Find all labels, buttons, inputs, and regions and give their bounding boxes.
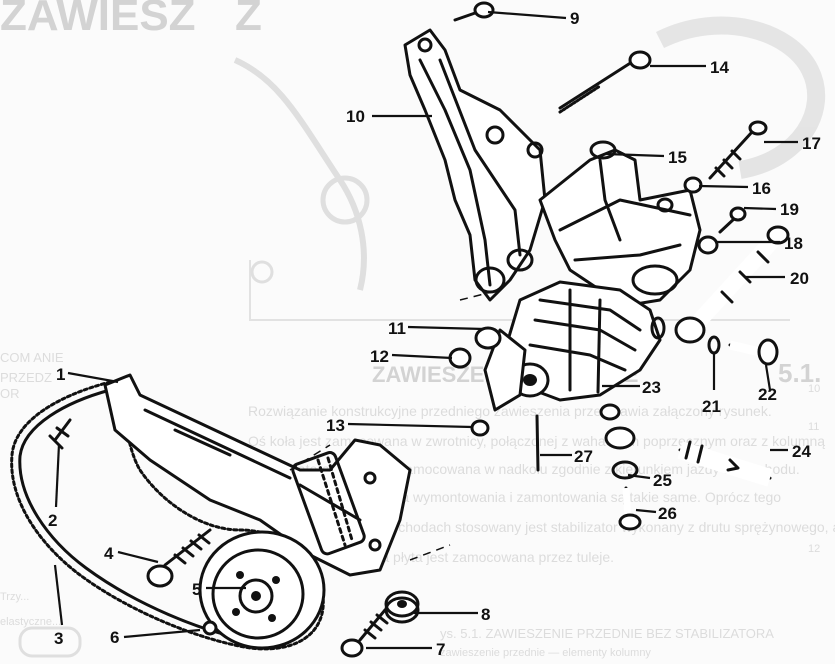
bolt-27 bbox=[535, 414, 540, 472]
callout-7: 7 bbox=[436, 640, 445, 659]
callout-25: 25 bbox=[653, 471, 672, 490]
nut-13 bbox=[470, 419, 490, 437]
pulley bbox=[198, 530, 326, 650]
bg-margin-right-3: 12 bbox=[808, 543, 820, 555]
nut-16 bbox=[683, 176, 703, 194]
upper-bracket bbox=[403, 28, 547, 302]
v-belt bbox=[10, 380, 325, 651]
nut-18 bbox=[697, 235, 719, 255]
bg-caption: ys. 5.1. ZAWIESZENIE PRZEDNIE BEZ STABIL… bbox=[440, 626, 774, 641]
bolt-6 bbox=[202, 620, 218, 636]
callout-17: 17 bbox=[802, 134, 821, 153]
bolt-14 bbox=[558, 50, 652, 114]
callout-10: 10 bbox=[346, 107, 365, 126]
callout-21: 21 bbox=[702, 397, 721, 416]
callout-2: 2 bbox=[48, 511, 57, 530]
callout-labels: 1 2 3 4 5 6 7 8 9 10 11 12 13 14 15 16 1… bbox=[48, 9, 821, 659]
callout-12: 12 bbox=[370, 347, 389, 366]
bolt-19 bbox=[718, 206, 747, 234]
bolt-7 bbox=[340, 608, 389, 658]
mounting-plate bbox=[103, 373, 412, 577]
callout-8: 8 bbox=[481, 605, 490, 624]
callout-11: 11 bbox=[388, 319, 406, 338]
callout-6: 6 bbox=[110, 628, 119, 647]
callout-19: 19 bbox=[780, 200, 799, 219]
bolt-17 bbox=[708, 120, 768, 180]
bg-paragraph-line-6: stalowa a płyta jest zamocowana przez tu… bbox=[330, 549, 614, 565]
washer-25 bbox=[611, 460, 639, 480]
bg-paragraph-line-4: czas kąta wymontowania i zamontowania są… bbox=[350, 489, 781, 505]
washer-21 bbox=[707, 335, 721, 355]
bg-caption-sub: zawieszenie przednie — elementy kolumny bbox=[440, 647, 651, 659]
callout-26: 26 bbox=[658, 504, 677, 523]
bg-heading-top: ZAWIESZ bbox=[0, 0, 196, 40]
callout-24: 24 bbox=[792, 442, 811, 461]
bg-margin-right-2: 11 bbox=[808, 421, 819, 433]
banjo-bolt-22 bbox=[728, 338, 779, 366]
pressure-hose-20 bbox=[674, 225, 790, 344]
spacer-8 bbox=[384, 590, 420, 624]
callout-27: 27 bbox=[574, 447, 593, 466]
callout-3: 3 bbox=[54, 629, 63, 648]
bg-margin-left-2: elastyczne... bbox=[0, 616, 61, 628]
spacer-12 bbox=[448, 347, 472, 369]
bg-margin-top-1: COM ANIE bbox=[0, 350, 64, 365]
callout-14: 14 bbox=[710, 58, 729, 77]
bolt-4 bbox=[146, 528, 212, 588]
bg-margin-top-2: PRZEDZ bbox=[0, 370, 52, 385]
bg-paragraph-line-1: Rozwiązanie konstrukcyjne przedniego zaw… bbox=[248, 403, 772, 419]
callout-23: 23 bbox=[642, 378, 661, 397]
bolt-9 bbox=[453, 1, 495, 22]
bolt-2 bbox=[48, 418, 72, 450]
callout-9: 9 bbox=[570, 9, 579, 28]
bg-margin-top-3: OR bbox=[0, 386, 20, 401]
callout-22: 22 bbox=[758, 385, 777, 404]
bg-margin-right-1: 10 bbox=[808, 383, 820, 395]
callout-5: 5 bbox=[192, 580, 201, 599]
power-steering-pump bbox=[483, 280, 666, 412]
leader-lines bbox=[53, 10, 798, 650]
callout-16: 16 bbox=[752, 179, 771, 198]
bg-section-number: 5.1. bbox=[778, 358, 821, 388]
return-hose-24 bbox=[599, 403, 773, 487]
callout-4: 4 bbox=[104, 544, 114, 563]
drawing-parts bbox=[10, 1, 790, 658]
bg-margin-left-1: Trzy... bbox=[0, 591, 29, 603]
union-bolt-26 bbox=[618, 486, 642, 531]
callout-13: 13 bbox=[326, 416, 345, 435]
callout-15: 15 bbox=[668, 148, 687, 167]
callout-20: 20 bbox=[790, 269, 809, 288]
pump-bracket bbox=[538, 140, 702, 307]
svg-text:Z: Z bbox=[235, 0, 262, 40]
callout-1: 1 bbox=[56, 365, 65, 384]
spacer-11 bbox=[474, 326, 502, 350]
bg-paragraph-line-5: w samochodach stosowany jest stabilizato… bbox=[349, 519, 835, 535]
callout-18: 18 bbox=[784, 234, 803, 253]
